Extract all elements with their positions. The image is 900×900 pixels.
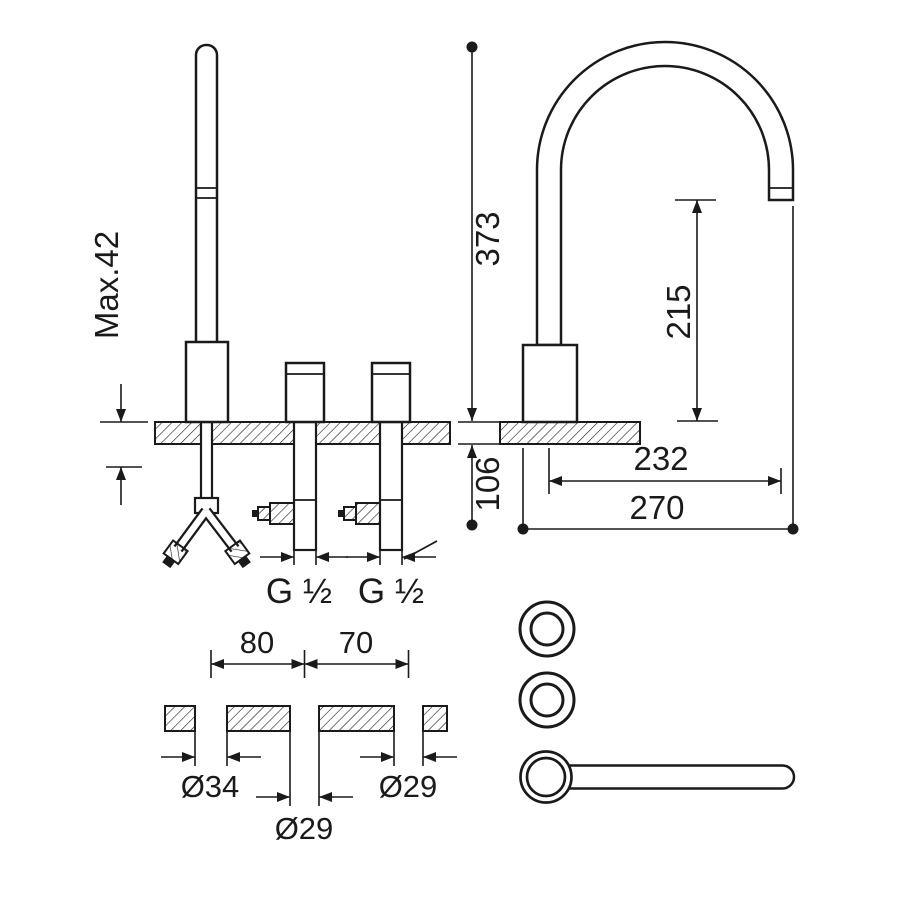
handle-right-front: [370, 361, 412, 424]
handle-left-front: [284, 361, 326, 424]
deck-strip-seg2: [226, 705, 291, 732]
dim-label-d29-right: Ø29: [379, 769, 438, 804]
spout-front: [194, 43, 219, 357]
deck-side: [499, 421, 641, 445]
dim-label-g-half-right: G ½: [358, 572, 424, 611]
dim-inlet-threads: G ½ G ½: [260, 540, 438, 611]
dim-hole-right: Ø29: [360, 731, 457, 804]
dim-label-106: 106: [469, 456, 506, 511]
front-view: Max.42 G ½ G ½: [88, 43, 451, 611]
dim-label-70: 70: [339, 625, 373, 660]
inlet-fitting-left: [269, 502, 295, 525]
side-view: 373 106 215 232 270: [458, 40, 799, 535]
valve-right: [338, 420, 404, 552]
handle-top-inner-1: [529, 611, 565, 647]
handle-top-inner-2: [529, 682, 565, 718]
deck-strip-seg1: [164, 705, 196, 732]
hose-fitting-right: [223, 539, 251, 569]
lever-bar: [548, 764, 796, 790]
dim-label-d34: Ø34: [181, 769, 240, 804]
spout-supply-pipe: [199, 420, 214, 502]
dim-overall-depth: 270: [517, 206, 799, 535]
dim-label-80: 80: [240, 625, 274, 660]
supply-hoses: [162, 496, 251, 569]
dim-label-d29-center: Ø29: [275, 811, 334, 846]
handles-top-view: [518, 600, 576, 729]
dim-spout-reach: 232: [548, 440, 782, 494]
dim-label-270: 270: [629, 489, 684, 526]
hose-fitting-left: [162, 539, 190, 569]
lever-handle-view: [519, 750, 796, 804]
dim-label-232: 232: [633, 440, 688, 477]
dim-outlet-height: 215: [660, 199, 718, 422]
dim-label-max42: Max.42: [88, 231, 125, 339]
inlet-fitting-right: [355, 502, 381, 525]
dim-label-g-half-left: G ½: [266, 572, 332, 611]
dim-below-deck: 106: [466, 445, 506, 531]
lever-rosette-inner: [525, 756, 567, 798]
spout-side: [535, 40, 795, 347]
spout-base-side: [521, 343, 579, 424]
dim-total-height: 373: [466, 41, 506, 421]
dim-hole-left: Ø34: [161, 731, 261, 804]
dim-hole-spacing: 80 70: [210, 625, 410, 678]
deck-strip-seg3: [318, 705, 395, 732]
dim-label-215: 215: [660, 284, 697, 339]
plan-view: 80 70 Ø34 Ø29 Ø29: [161, 625, 457, 846]
deck-strip-seg4: [422, 705, 448, 732]
dim-max-deck-thickness: Max.42: [88, 231, 148, 505]
dim-hole-center: Ø29: [256, 731, 353, 846]
dim-label-373: 373: [469, 211, 506, 266]
spout-base-front: [184, 340, 230, 424]
